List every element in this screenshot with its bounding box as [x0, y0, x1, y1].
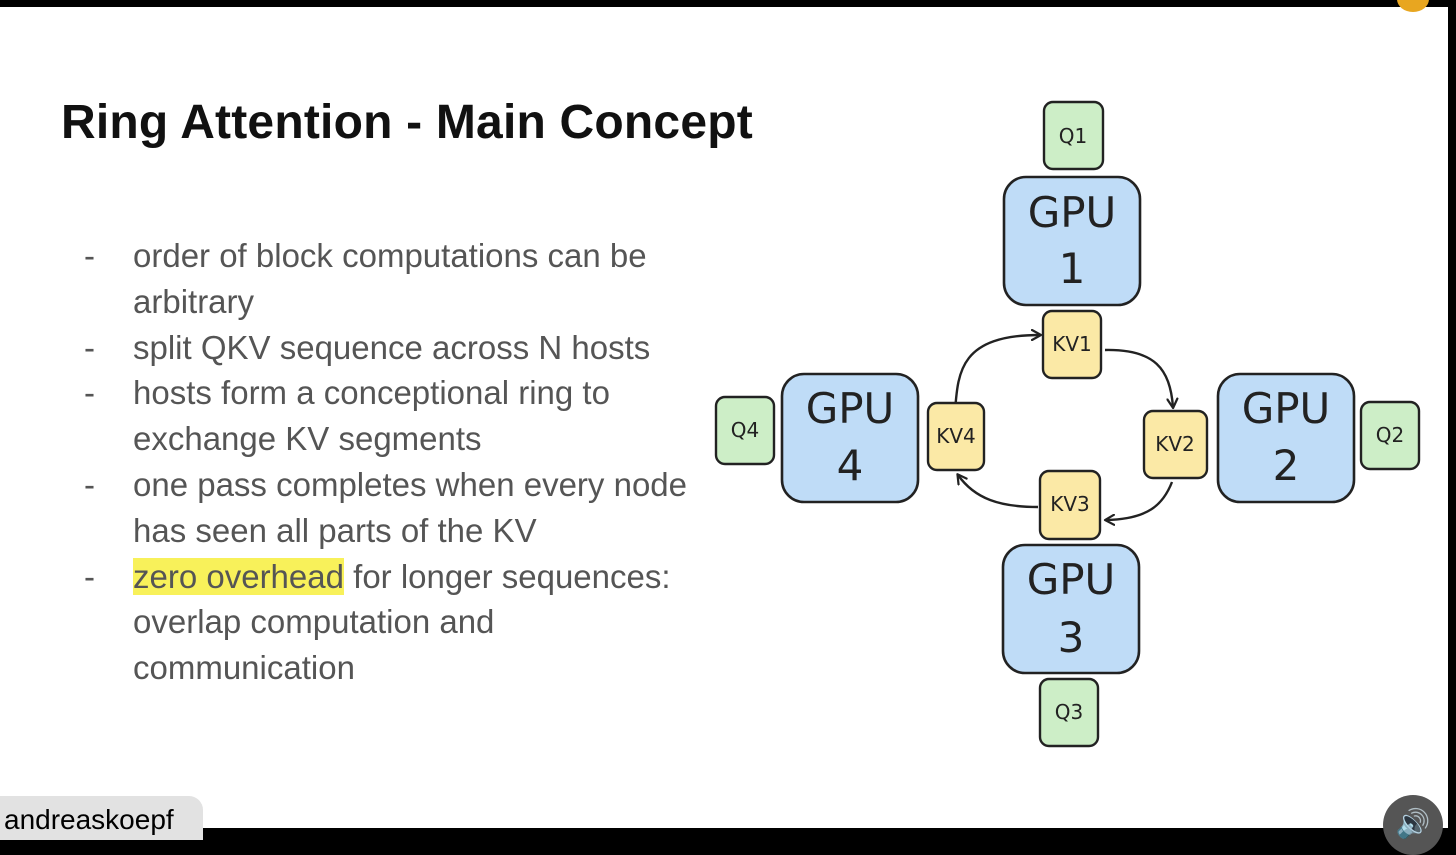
- bullet-item: -split QKV sequence across N hosts: [84, 325, 704, 371]
- highlighted-text: zero overhead: [133, 557, 344, 595]
- bullet-item: -hosts form a conceptional ring to excha…: [84, 370, 704, 462]
- bullet-dash: -: [84, 557, 95, 595]
- bullet-dash: -: [84, 465, 95, 503]
- kv4-label: KV4: [936, 424, 976, 448]
- q2-label: Q2: [1376, 423, 1404, 447]
- bullet-text: split QKV sequence across N hosts: [133, 328, 651, 366]
- gpu-4-box: GPU 4: [780, 372, 920, 504]
- kv-block-1: KV1: [1041, 309, 1103, 380]
- gpu-3-number: 3: [1058, 613, 1085, 662]
- bullet-dash: -: [84, 374, 95, 412]
- bullet-item: -zero overhead for longer sequences: ove…: [84, 554, 704, 691]
- bullet-text: hosts form a conceptional ring to exchan…: [133, 374, 610, 458]
- arrow-kv1-to-kv2: [1104, 348, 1173, 407]
- gpu-1-number: 1: [1059, 244, 1086, 293]
- notification-badge-icon: [1397, 0, 1429, 12]
- ring-attention-diagram: GPU 1 GPU 2 GPU 3 GPU 4 Q1 Q2: [714, 100, 1421, 748]
- bullet-text: one pass completes when every node has s…: [133, 465, 688, 549]
- bullet-dash: -: [84, 237, 95, 274]
- query-q1: Q1: [1042, 100, 1105, 171]
- gpu-4-number: 4: [837, 441, 864, 490]
- bullet-list: -order of block computations can be arbi…: [84, 233, 704, 691]
- gpu-3-box: GPU 3: [1001, 543, 1141, 675]
- kv-block-4: KV4: [926, 401, 986, 472]
- query-q4: Q4: [714, 395, 776, 466]
- arrow-kv3-to-kv4: [958, 475, 1039, 509]
- q3-label: Q3: [1055, 700, 1083, 724]
- kv2-label: KV2: [1155, 432, 1195, 456]
- gpu-1-box: GPU 1: [1002, 175, 1142, 307]
- gpu-2-label: GPU: [1242, 384, 1331, 433]
- gpu-1-label: GPU: [1028, 188, 1117, 237]
- query-q2: Q2: [1359, 400, 1421, 471]
- kv3-label: KV3: [1050, 492, 1090, 516]
- q4-label: Q4: [731, 418, 759, 442]
- speaker-icon: 🔊: [1395, 808, 1431, 839]
- kv-block-3: KV3: [1038, 469, 1102, 541]
- slide: Ring Attention - Main Concept -order of …: [0, 7, 1448, 828]
- bullet-text: for longer sequences: overlap computatio…: [133, 557, 671, 687]
- author-tag: [0, 796, 203, 840]
- bullet-item: - order of block computations can be arbi…: [84, 233, 704, 325]
- slide-title: Ring Attention - Main Concept: [61, 96, 753, 149]
- bullet-text: order of block computations can be arbit…: [133, 237, 647, 320]
- gpu-2-number: 2: [1273, 441, 1300, 490]
- kv-block-2: KV2: [1142, 409, 1209, 480]
- kv1-label: KV1: [1052, 332, 1092, 356]
- gpu-4-label: GPU: [806, 384, 895, 433]
- bullet-item: -one pass completes when every node has …: [84, 462, 704, 554]
- bullet-dash: -: [84, 328, 95, 366]
- gpu-3-label: GPU: [1027, 555, 1116, 604]
- arrow-kv2-to-kv3: [1106, 481, 1174, 520]
- q1-label: Q1: [1059, 124, 1087, 148]
- arrow-kv4-to-kv1: [953, 335, 1040, 412]
- speaker-button[interactable]: 🔊: [1383, 795, 1443, 855]
- ring-arrows: [953, 335, 1174, 520]
- query-q3: Q3: [1038, 677, 1100, 748]
- frame-edge-right: [1448, 0, 1456, 840]
- gpu-2-box: GPU 2: [1216, 372, 1356, 504]
- author-name: andreaskoepf: [4, 804, 174, 835]
- frame-edge-bottom: [0, 828, 1456, 840]
